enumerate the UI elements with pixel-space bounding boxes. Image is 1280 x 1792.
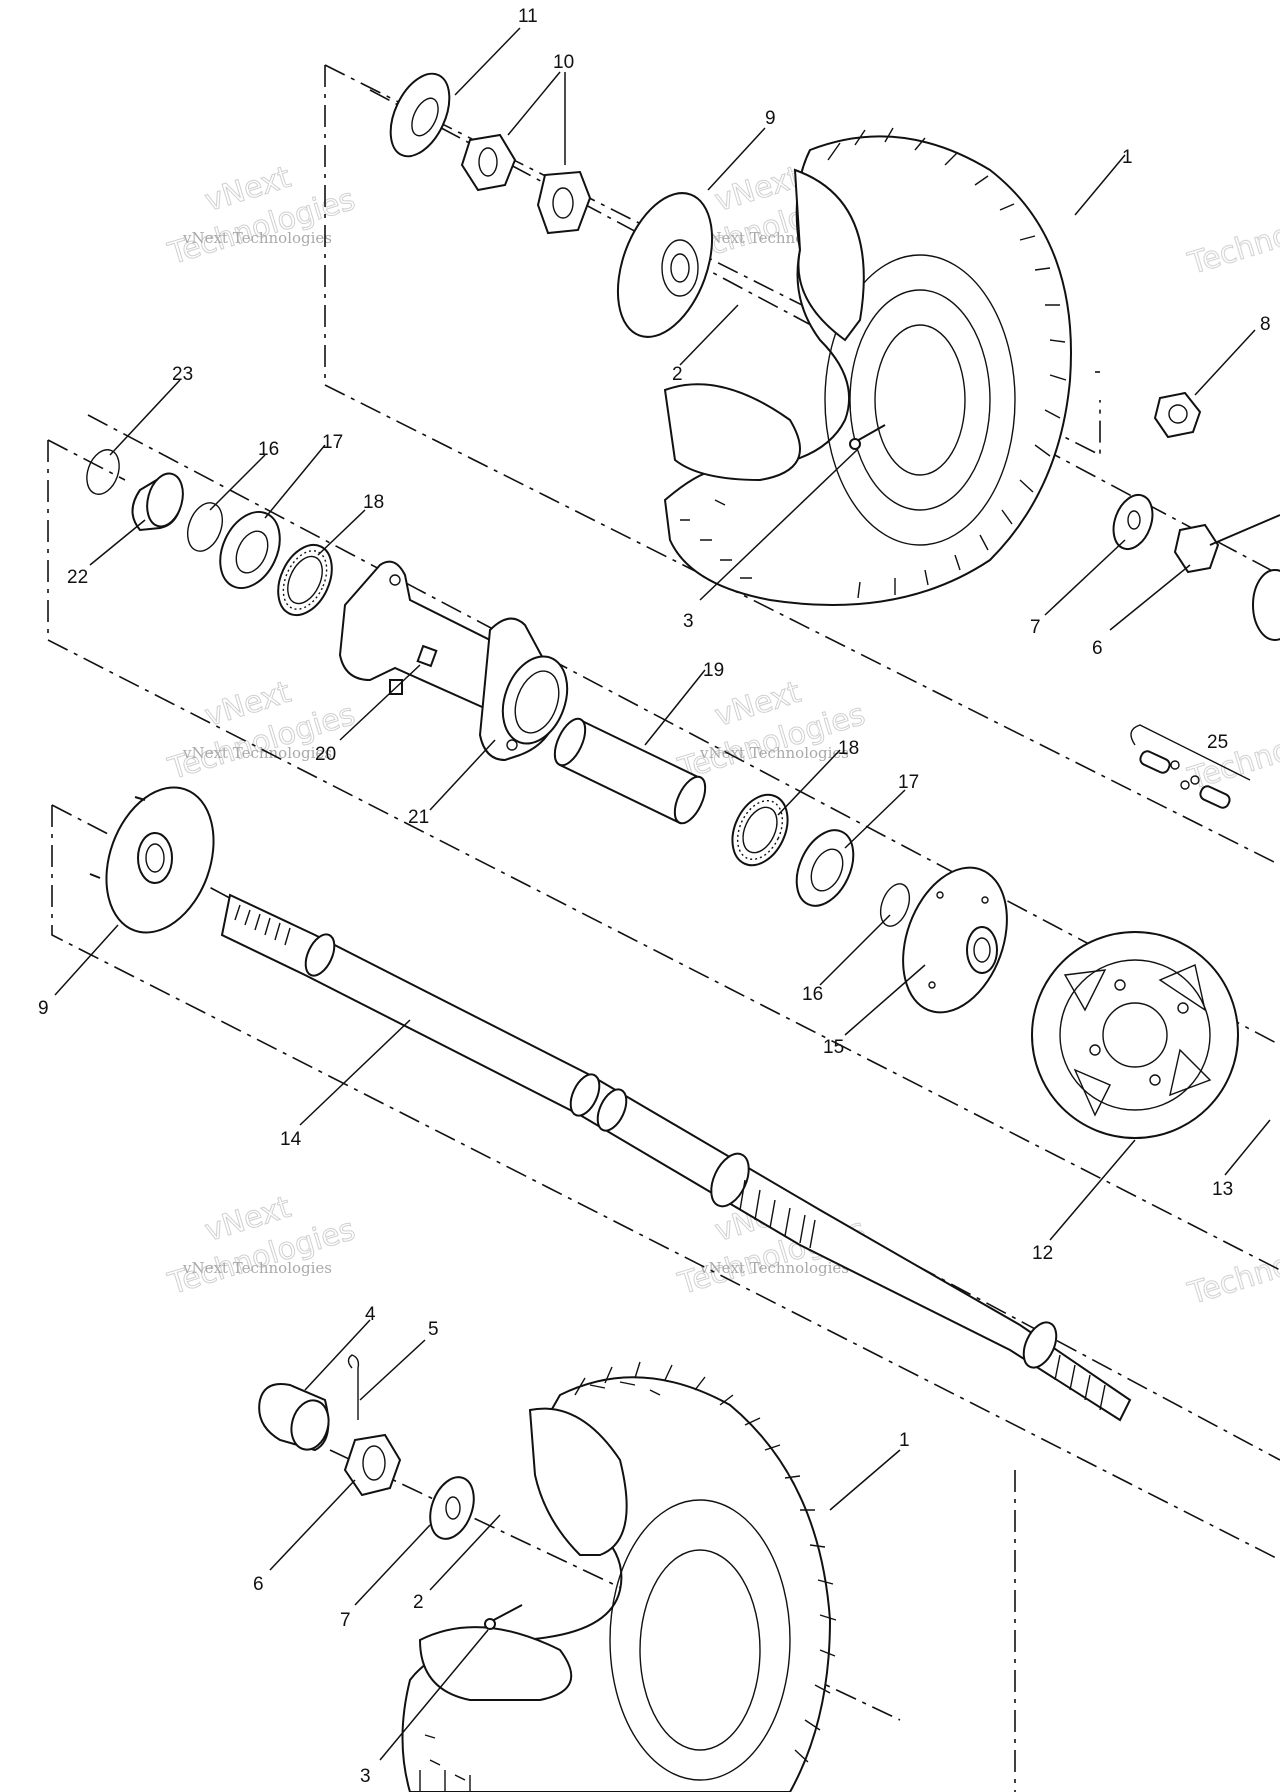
cap-part-4: [258, 1383, 330, 1452]
castle-nut-part-6-upper: [1173, 514, 1280, 641]
callout-14: 14: [280, 1129, 302, 1150]
axle-shaft-part-14: [220, 893, 1132, 1422]
callout-6-lower: 6: [253, 1574, 264, 1595]
svg-text:vNext Technologies: vNext Technologies: [699, 744, 849, 762]
callout-4: 4: [365, 1304, 376, 1325]
callout-9-flange: 9: [38, 998, 49, 1019]
seal-part-17-left: [219, 510, 281, 590]
callout-23: 23: [172, 364, 193, 385]
callout-22: 22: [67, 567, 88, 588]
leader-lines: [54, 27, 1271, 1761]
callout-20: 20: [315, 744, 336, 765]
cotter-pin-part-5: [347, 1354, 360, 1420]
callout-3-upper: 3: [683, 611, 694, 632]
callout-6-upper: 6: [1092, 638, 1103, 659]
seal-part-17-right: [795, 829, 855, 907]
bearing-housing-part-21: [338, 560, 569, 762]
callout-18-right: 18: [838, 738, 859, 759]
o-ring-part-16-right: [879, 883, 911, 927]
callout-2-lower: 2: [413, 1592, 424, 1613]
callout-10: 10: [553, 52, 574, 73]
callout-labels: 11 10 9 1 8 2 3 7 6 23 16 17 18 22 20 21…: [38, 6, 1271, 1787]
chain-link-part-25: [1130, 724, 1251, 809]
valve-stem-part-3-lower: [484, 1604, 523, 1630]
washer-part-7-lower: [429, 1476, 475, 1540]
bearing-part-18-right: [731, 793, 789, 867]
nut-part-8: [1153, 391, 1202, 439]
callout-12: 12: [1032, 1243, 1053, 1264]
callout-17-right: 17: [898, 772, 919, 793]
callout-2-upper: 2: [672, 364, 683, 385]
svg-text:vNext Technologies: vNext Technologies: [182, 229, 332, 247]
axle-assembly: [89, 786, 1132, 1422]
spacer-tube-part-19: [553, 717, 707, 825]
sprocket-hub-part-15: [902, 866, 1008, 1014]
svg-text:Technologies: Technologies: [1184, 1222, 1280, 1312]
callout-16-right: 16: [802, 984, 823, 1005]
washer-part-11: [389, 72, 451, 158]
svg-text:vNext Technologies: vNext Technologies: [699, 1259, 849, 1277]
callout-1-upper-tire: 1: [1122, 147, 1133, 168]
upper-wheel-assembly: [389, 72, 1280, 641]
callout-15: 15: [823, 1037, 844, 1058]
svg-text:Technologies: Technologies: [1184, 707, 1280, 797]
callout-18-left: 18: [363, 492, 384, 513]
callout-7-upper: 7: [1030, 617, 1041, 638]
svg-text:Technologies: Technologies: [1184, 192, 1280, 282]
lock-nut-part-10: [460, 133, 592, 235]
callout-16-left: 16: [258, 439, 279, 460]
tire-part-1-upper: [663, 127, 1072, 606]
snap-ring-part-23: [86, 449, 120, 495]
o-ring-part-16-left: [187, 502, 223, 552]
callout-3-lower: 3: [360, 1766, 371, 1787]
bearing-part-18-left: [277, 543, 333, 617]
callout-7-lower: 7: [340, 1610, 351, 1631]
callout-11: 11: [518, 6, 538, 27]
callout-1-lower-tire: 1: [899, 1430, 910, 1451]
callout-5: 5: [428, 1319, 439, 1340]
svg-text:vNext Technologies: vNext Technologies: [182, 1259, 332, 1277]
tire-part-1-lower: [401, 1361, 837, 1792]
washer-part-7-upper: [1112, 493, 1154, 551]
hub-flange-part-9-left: [89, 786, 215, 934]
hub-part-9: [616, 192, 714, 338]
svg-text:vNext Technologies: vNext Technologies: [182, 744, 332, 762]
castle-nut-part-6-lower: [343, 1433, 402, 1497]
bearing-housing-assembly: [86, 449, 1251, 1139]
callout-19: 19: [703, 660, 724, 681]
callout-25: 25: [1207, 732, 1228, 753]
valve-stem-part-3-upper: [849, 424, 886, 450]
drive-sprocket-part-12: [1031, 931, 1239, 1139]
bushing-part-22: [131, 472, 184, 532]
callout-13: 13: [1212, 1179, 1233, 1200]
lower-wheel-assembly: [258, 1354, 837, 1792]
watermark: Technologies vNext vNext Technologies Te…: [163, 159, 1280, 1312]
callout-9-hub: 9: [765, 108, 776, 129]
callout-8: 8: [1260, 314, 1271, 335]
callout-21: 21: [408, 807, 429, 828]
callout-17-left: 17: [322, 432, 343, 453]
